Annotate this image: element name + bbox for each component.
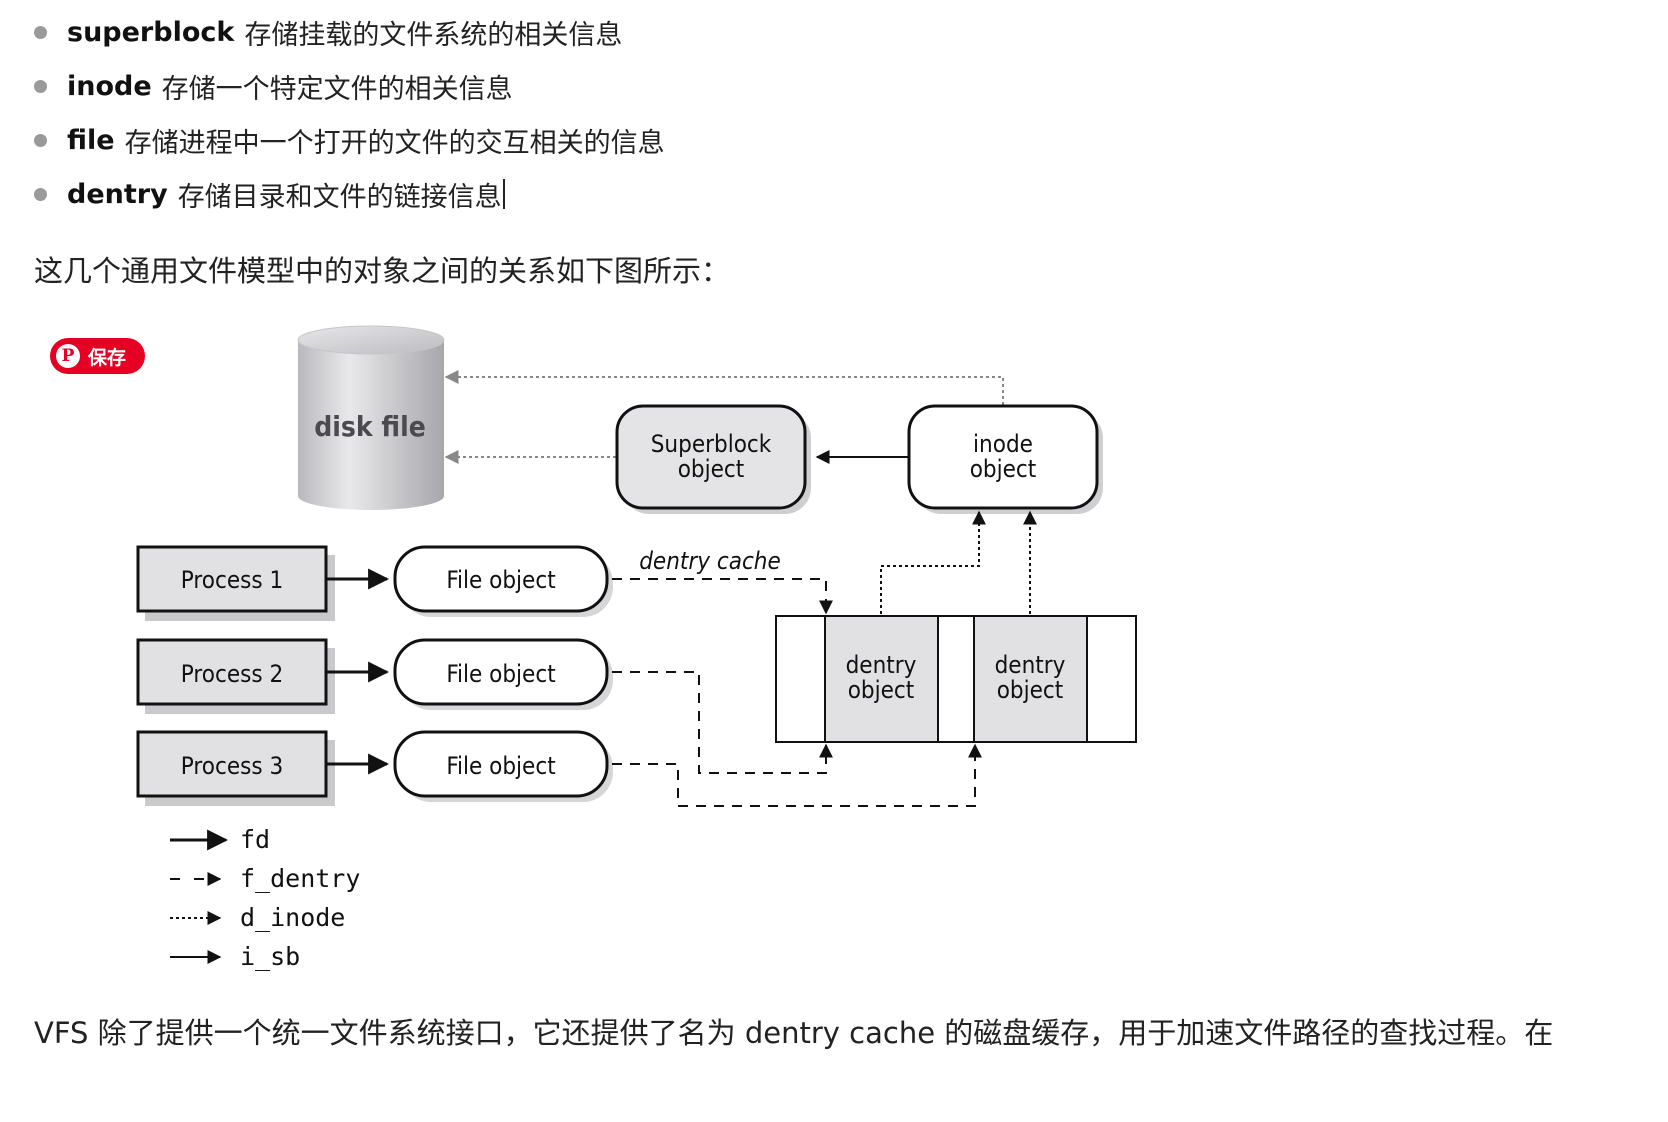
inode-label-1: inode (973, 430, 1033, 458)
d-inode-arrow-1 (880, 510, 986, 614)
disk-file-cylinder: disk file (297, 325, 445, 510)
file-object-label: File object (446, 752, 555, 780)
dentry-object-label-2: object (997, 676, 1064, 704)
process-label: Process 1 (181, 566, 283, 594)
f-dentry-arrow-1 (612, 578, 833, 615)
bullet-term: inode (67, 70, 152, 102)
superblock-label-2: object (678, 455, 745, 483)
footer-paragraph: VFS 除了提供一个统一文件系统接口，它还提供了名为 dentry cache … (34, 1016, 1554, 1050)
bullet-file: file 存储进程中一个打开的文件的交互相关的信息 (34, 120, 665, 160)
f-dentry-arrow-3 (612, 743, 982, 807)
legend-f-dentry-label: f_dentry (240, 864, 360, 893)
bullet-dot (34, 25, 47, 39)
text-cursor (502, 179, 505, 209)
bullet-dot (34, 187, 47, 201)
dentry-object-label-1: dentry (846, 651, 917, 679)
intro-paragraph: 这几个通用文件模型中的对象之间的关系如下图所示： (34, 254, 731, 288)
dentry-cache-label: dentry cache (639, 547, 781, 575)
inode-label-2: object (970, 455, 1037, 483)
superblock-object-box: Superblock object (615, 404, 811, 514)
process-2-box: Process 2 (136, 638, 335, 714)
bullet-desc: 存储进程中一个打开的文件的交互相关的信息 (124, 127, 665, 159)
process-3-box: Process 3 (136, 730, 335, 806)
file-object-label: File object (446, 660, 555, 688)
bullet-inode: inode 存储一个特定文件的相关信息 (34, 66, 513, 106)
pinterest-icon: P (56, 344, 80, 368)
legend-i-sb-label: i_sb (240, 942, 300, 971)
dentry-object-cell-1 (824, 615, 939, 743)
legend-fd-label: fd (240, 825, 270, 854)
disk-file-label: disk file (314, 410, 426, 443)
file-object-1-box: File object (393, 545, 613, 617)
legend-d-inode-label: d_inode (240, 903, 345, 932)
pinterest-save-button[interactable]: P 保存 (50, 338, 145, 374)
bullet-desc: 存储一个特定文件的相关信息 (161, 73, 513, 105)
file-object-3-box: File object (393, 730, 613, 802)
save-button-label: 保存 (88, 346, 127, 369)
bullet-dot (34, 133, 47, 147)
superblock-label-1: Superblock (651, 430, 772, 458)
file-object-2-box: File object (393, 638, 613, 710)
bullet-dentry: dentry 存储目录和文件的链接信息 (34, 174, 505, 214)
bullet-desc: 存储目录和文件的链接信息 (177, 181, 502, 213)
inode-object-box: inode object (907, 404, 1103, 514)
bullet-dot (34, 79, 47, 93)
dentry-object-cell-2 (973, 615, 1088, 743)
dentry-object-label-1: dentry (995, 651, 1066, 679)
process-label: Process 3 (181, 752, 283, 780)
bullet-desc: 存储挂载的文件系统的相关信息 (244, 19, 623, 51)
bullet-term: dentry (67, 178, 168, 210)
i-sb-arrow-to-disk (444, 370, 1004, 405)
file-object-label: File object (446, 566, 555, 594)
bullet-term: superblock (67, 16, 235, 48)
diagram-legend: fd f_dentry d_inode i_sb (170, 825, 360, 971)
bullet-superblock: superblock 存储挂载的文件系统的相关信息 (34, 12, 622, 52)
dentry-cache-table: dentry object dentry object (775, 615, 1137, 743)
dentry-object-label-2: object (848, 676, 915, 704)
f-dentry-arrow-2 (612, 671, 833, 774)
process-label: Process 2 (181, 660, 283, 688)
bullet-term: file (67, 124, 115, 156)
process-1-box: Process 1 (136, 545, 335, 621)
